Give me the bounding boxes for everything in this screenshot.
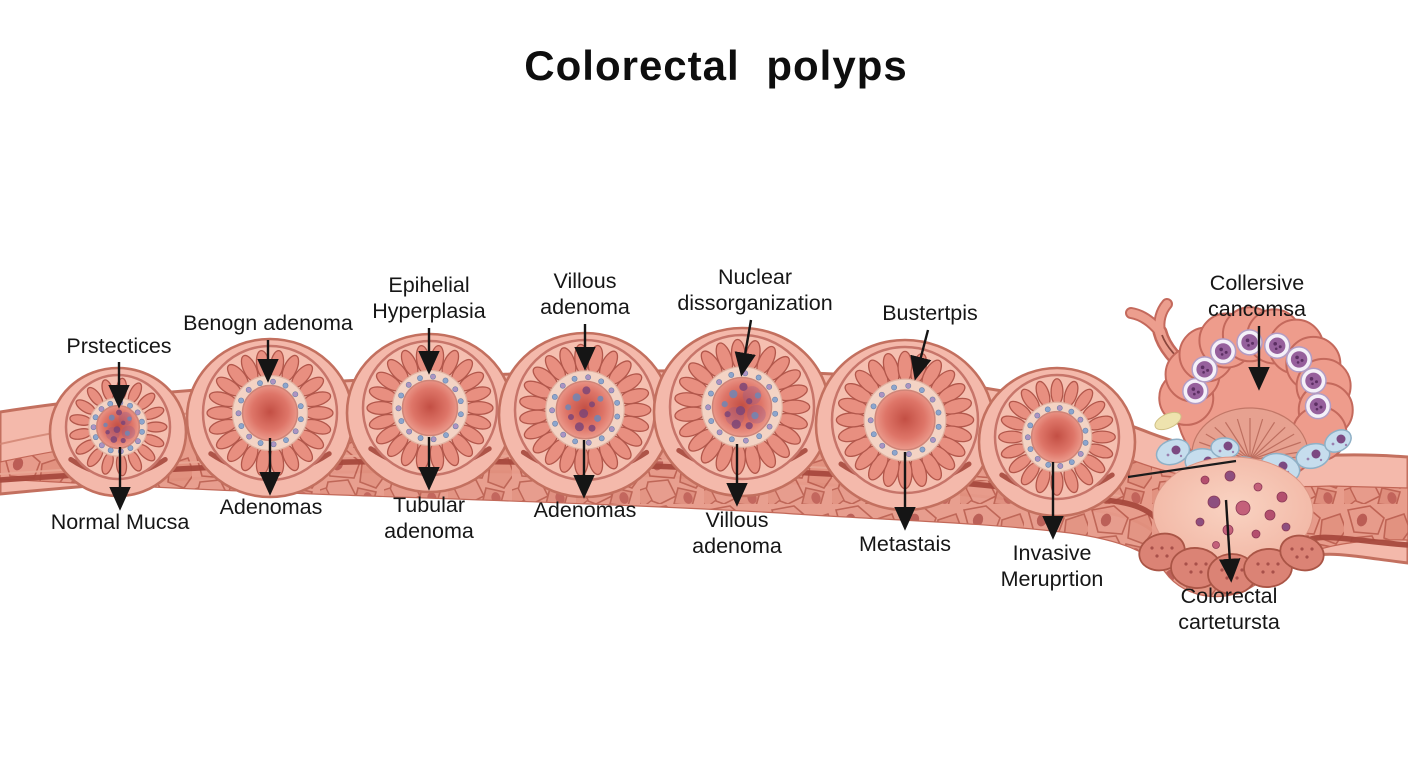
label-normal-mucsa: Normal Mucsa — [51, 510, 190, 534]
arrow-bustertpis — [910, 329, 932, 381]
leader-line-invasion — [1127, 459, 1237, 479]
gland-hyperplasia — [345, 332, 515, 494]
gland-invasive — [977, 366, 1137, 518]
label-prstectices: Prstectices — [66, 334, 171, 358]
label-adenomas-2: Adenomas — [534, 498, 637, 522]
arrow-colorectal-cartetursta — [1218, 499, 1241, 583]
label-adenomas-1: Adenomas — [220, 495, 323, 519]
carcinoma-mass — [1125, 298, 1354, 595]
gland-carcinoma-in-situ — [814, 338, 996, 512]
label-metastais: Metastais — [859, 532, 951, 556]
label-bustertpis: Bustertpis — [882, 301, 978, 325]
page-title: Colorectal polyps — [524, 42, 907, 89]
gland-dysplasia — [652, 326, 832, 498]
label-benogn-adenoma: Benogn adenoma — [183, 311, 353, 335]
arrow-nuclear-dissorganization — [734, 319, 756, 377]
